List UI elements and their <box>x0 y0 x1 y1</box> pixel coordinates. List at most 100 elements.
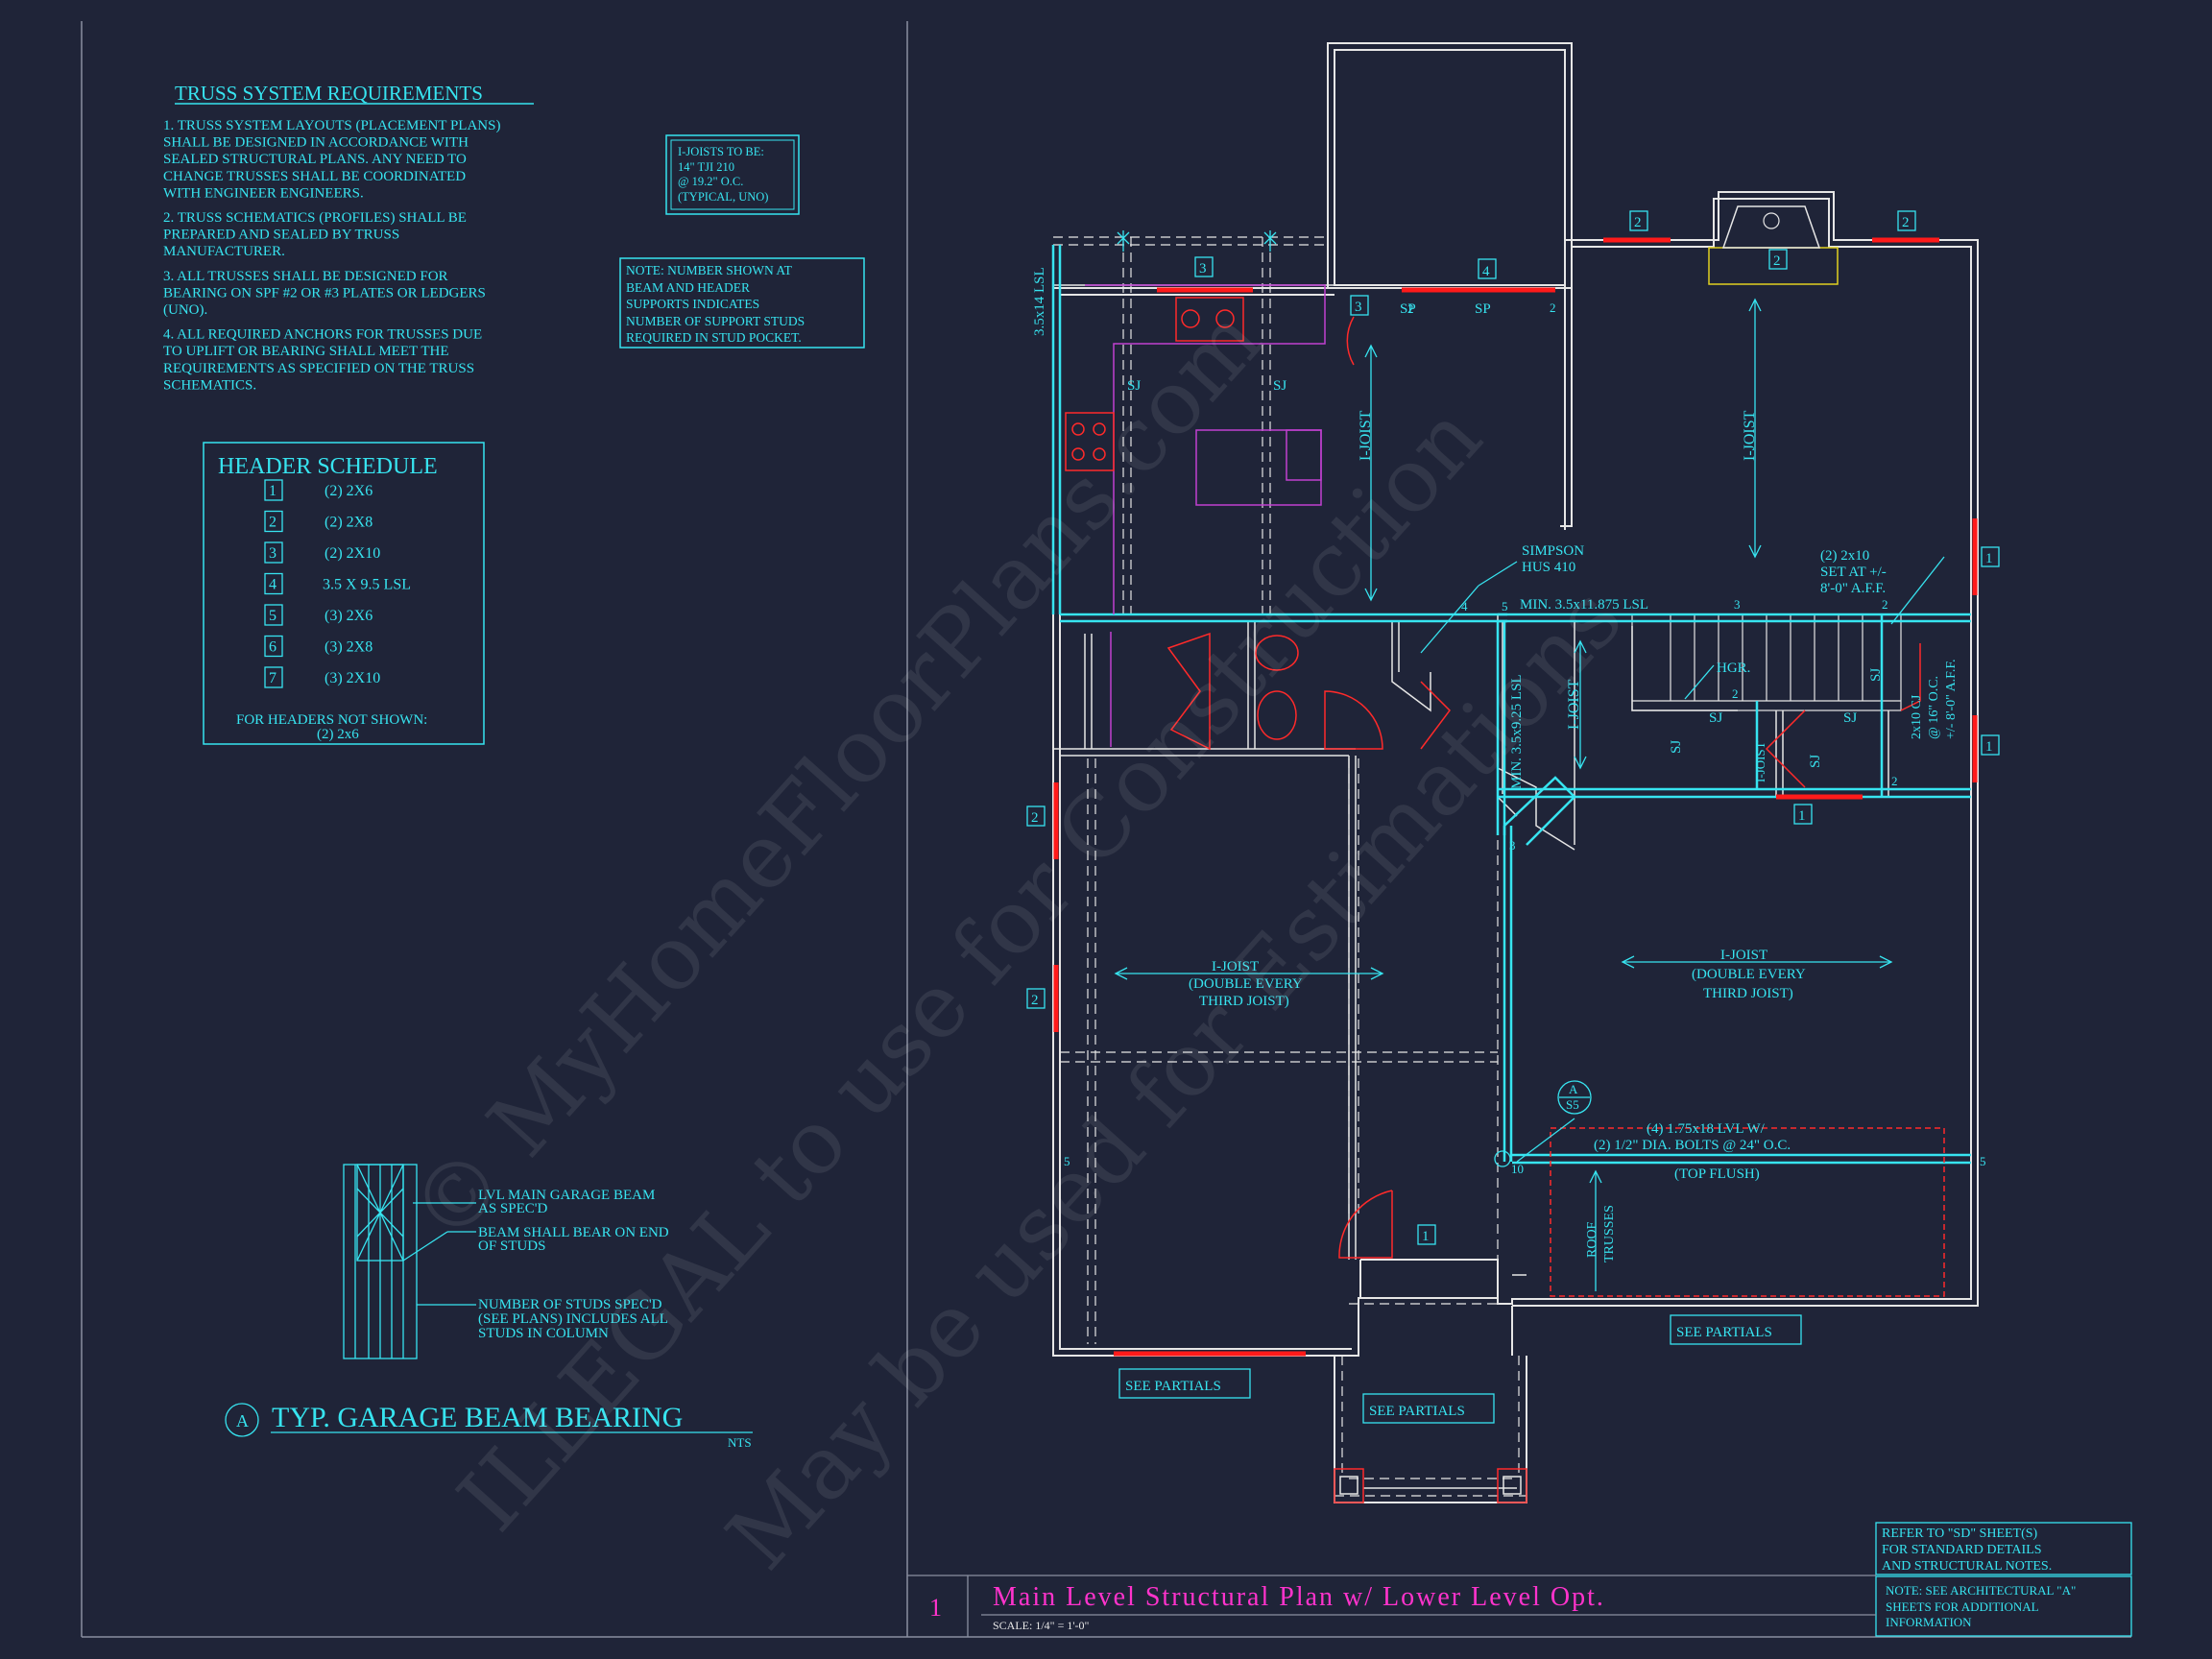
detail-note: AS SPEC'D <box>478 1201 547 1216</box>
stud-count: 10 <box>1511 1162 1524 1176</box>
stud-count: 4 <box>1461 599 1468 613</box>
schedule-key: 4 <box>269 577 276 593</box>
header-tag: 1 <box>1985 739 1993 755</box>
truss-note-line: 4. ALL REQUIRED ANCHORS FOR TRUSSES DUE <box>163 327 482 343</box>
sj-label: SJ <box>1808 755 1823 768</box>
detail-note: (SEE PLANS) INCLUDES ALL <box>478 1311 668 1327</box>
detail-marker: A <box>236 1411 249 1431</box>
stud-count: 3 <box>1734 597 1741 612</box>
arch-line: INFORMATION <box>1886 1615 1972 1629</box>
header-tag: 2 <box>1773 253 1781 269</box>
stud-count: 2 <box>1891 774 1898 788</box>
header-tag: 1 <box>1422 1229 1430 1244</box>
schedule-key-box <box>264 635 283 658</box>
simpson-label: HUS 410 <box>1522 560 1575 575</box>
schedule-row: 3 (2) 2X10 <box>264 541 380 564</box>
lvl-note: (TOP FLUSH) <box>1674 1166 1760 1182</box>
ijoist-line: (TYPICAL, UNO) <box>678 190 768 204</box>
header-tag: 4 <box>1482 264 1490 279</box>
double-joist: (DOUBLE EVERY <box>1189 976 1303 992</box>
sheet-scale: SCALE: 1/4" = 1'-0" <box>993 1619 1089 1632</box>
stud-count: 2 <box>1732 686 1739 701</box>
floor-plan <box>1026 42 2000 1503</box>
header-tag: 2 <box>1902 215 1910 230</box>
see-partials: SEE PARTIALS <box>1676 1325 1772 1340</box>
i-joist-label: I-JOIST <box>1742 410 1758 461</box>
min-lsl-vert-label: MIN. 3.5x9.25 LSL <box>1509 674 1525 789</box>
sheet-frame <box>81 21 2131 1638</box>
refer-line: REFER TO "SD" SHEET(S) <box>1882 1527 2038 1541</box>
stud-count: 2 <box>1407 301 1414 316</box>
sj-label: SJ <box>1709 710 1722 726</box>
refer-line: FOR STANDARD DETAILS <box>1882 1543 2042 1557</box>
i-joist-label: I-JOIST <box>1753 741 1767 782</box>
detail-note: NUMBER OF STUDS SPEC'D <box>478 1297 662 1312</box>
schedule-footer-value: (2) 2x6 <box>317 727 359 742</box>
i-joist-label: I-JOIST <box>1566 679 1582 730</box>
ijoist-note: I-JOISTS TO BE: 14" TJI 210 @ 19.2" O.C.… <box>665 134 800 215</box>
header-schedule-title: HEADER SCHEDULE <box>218 454 438 479</box>
stud-count: 5 <box>1064 1154 1070 1168</box>
refer-line: AND STRUCTURAL NOTES. <box>1882 1559 2052 1574</box>
schedule-row: 6(3) 2X8 <box>264 635 373 658</box>
arch-line: SHEETS FOR ADDITIONAL <box>1886 1599 2039 1614</box>
double-joist: I-JOIST <box>1212 959 1259 974</box>
schedule-key: 3 <box>269 545 276 562</box>
stairs <box>1631 613 1902 711</box>
hgr-label: HGR. <box>1717 661 1750 676</box>
fireplace <box>1708 205 1839 285</box>
truss-requirements: TRUSS SYSTEM REQUIREMENTS 1. TRUSS SYSTE… <box>163 82 534 393</box>
detail-title: TYP. GARAGE BEAM BEARING <box>272 1402 683 1433</box>
schedule-key: 7 <box>269 670 276 686</box>
sj-label: SJ <box>1127 378 1141 394</box>
sp-label: SP <box>1400 301 1416 317</box>
support-line: NUMBER OF SUPPORT STUDS <box>626 314 805 328</box>
truss-note-line: 1. TRUSS SYSTEM LAYOUTS (PLACEMENT PLANS… <box>163 118 500 133</box>
schedule-row: 1 (2) 2X6 <box>264 479 373 501</box>
title-block: 1 Main Level Structural Plan w/ Lower Le… <box>907 1575 1876 1637</box>
schedule-key-box <box>264 479 283 501</box>
set-note: 8'-0" A.F.F. <box>1820 581 1886 596</box>
arch-note: NOTE: SEE ARCHITECTURAL "A" SHEETS FOR A… <box>1875 1575 2132 1637</box>
truss-note-line: (UNO). <box>163 302 207 318</box>
schedule-value: (3) 2X6 <box>325 608 373 624</box>
stud-count: 2 <box>1882 597 1888 612</box>
title-number: 1 <box>929 1594 942 1622</box>
schedule-key: 1 <box>269 483 276 499</box>
schedule-key-box <box>264 666 283 688</box>
plan-labels: 3.5x14 LSL I-JOIST I-JOIST I-JOIST I-JOI… <box>1031 215 1993 1419</box>
schedule-key: 2 <box>269 515 276 531</box>
lsl-label: 3.5x14 LSL <box>1032 267 1047 336</box>
ijoist-line: 14" TJI 210 <box>678 160 734 174</box>
see-partials: SEE PARTIALS <box>1125 1379 1221 1394</box>
schedule-key: 5 <box>269 608 276 624</box>
simpson-label: SIMPSON <box>1522 543 1584 559</box>
stud-count: 5 <box>1502 599 1508 613</box>
support-line: SUPPORTS INDICATES <box>626 297 759 311</box>
truss-note-line: WITH ENGINEER ENGINEERS. <box>163 185 364 201</box>
arch-line: NOTE: SEE ARCHITECTURAL "A" <box>1886 1583 2076 1598</box>
cj-note: 2x10 CJ <box>1910 694 1924 739</box>
stud-count: 2 <box>1550 301 1556 315</box>
cj-note: +/- 8'-0" A.F.F. <box>1944 659 1959 739</box>
sj-label: SJ <box>1868 668 1884 682</box>
header-tag: 2 <box>1634 215 1642 230</box>
header-tag: 1 <box>1985 551 1993 566</box>
schedule-value: (2) 2X6 <box>325 483 373 499</box>
roof-trusses: ROOF <box>1585 1221 1599 1258</box>
truss-note-line: REQUIREMENTS AS SPECIFIED ON THE TRUSS <box>163 361 474 376</box>
lvl-note: (2) 1/2" DIA. BOLTS @ 24" O.C. <box>1594 1138 1791 1153</box>
schedule-value: (2) 2X10 <box>325 545 380 562</box>
truss-note-line: MANUFACTURER. <box>163 244 285 259</box>
sj-label: SJ <box>1669 740 1684 754</box>
set-note: SET AT +/- <box>1820 565 1887 580</box>
refer-note: REFER TO "SD" SHEET(S) FOR STANDARD DETA… <box>1875 1522 2132 1575</box>
schedule-value: (2) 2X8 <box>325 515 373 531</box>
schedule-key-box <box>264 541 283 564</box>
schedule-value: (3) 2X8 <box>325 639 373 656</box>
cj-note: @ 16" O.C. <box>1927 676 1941 739</box>
sp-label: SP <box>1475 301 1491 317</box>
schedule-value: (3) 2X10 <box>325 670 380 686</box>
double-joist: THIRD JOIST) <box>1199 994 1289 1009</box>
